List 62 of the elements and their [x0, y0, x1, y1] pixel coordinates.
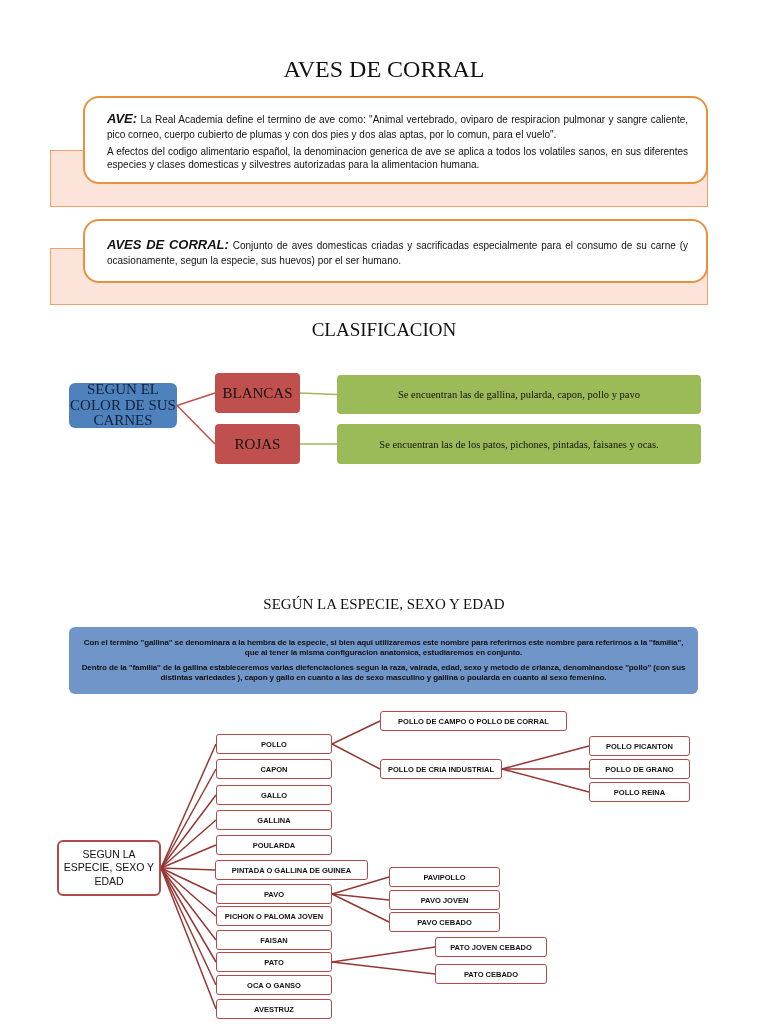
- item-box: [435, 937, 547, 957]
- item-box: [216, 835, 332, 855]
- item-box: [215, 860, 368, 880]
- paragraph-text: Dentro de la "familia" de la gallina estableceremos varias diefenciaciones segun la raza, vairada, edad, sexo y metodo de crianza, denominandose "pollo" (con sus distintas variedades ), capon y gallo en cuanto a las de sexo masculino y gallina o poularda en cuanto al sexo femenino.: [80, 662, 687, 684]
- item-box: [589, 782, 690, 802]
- paragraph-text: AVE: La Real Academia define el termino de ave como: "Animal vertebrado, oviparo de respiracion pulmonar y sangre caliente, pico corneo, cuerpo cubierto de plumas y con dos pies y dos alas aptas, por lo comun, para el vuelo".: [107, 111, 688, 141]
- item-box: [216, 999, 332, 1019]
- connector-line: [176, 404, 216, 445]
- item-box: [216, 785, 332, 805]
- connector-line: [176, 392, 216, 407]
- item-box: [216, 759, 332, 779]
- connector-line: [331, 893, 390, 901]
- connector-line: [299, 392, 338, 396]
- description-box: [337, 375, 701, 414]
- connector-line: [160, 867, 217, 895]
- section-heading: SEGÚN LA ESPECIE, SEXO Y EDAD: [262, 597, 506, 612]
- connector-line: [331, 946, 436, 963]
- item-box: [435, 964, 547, 984]
- box-label: ROJAS: [234, 435, 281, 453]
- item-box: [216, 975, 332, 995]
- connector-line: [501, 768, 590, 793]
- category-box: [215, 373, 300, 413]
- connector-line: [160, 844, 217, 869]
- connector-line: [160, 867, 216, 871]
- connector-line: [331, 893, 390, 923]
- item-box: [216, 930, 332, 950]
- item-box: [589, 759, 690, 779]
- item-box: [380, 759, 502, 779]
- item-box: [216, 906, 332, 926]
- page-title: AVES DE CORRAL: [282, 57, 486, 81]
- box-label: Se encuentran las de gallina, pularda, capon, pollo y pavo: [398, 389, 640, 400]
- connector-line: [331, 961, 436, 975]
- item-box: [589, 736, 690, 756]
- item-box: [216, 734, 332, 754]
- item-box: [216, 810, 332, 830]
- connector-line: [160, 794, 217, 869]
- item-box: [216, 952, 332, 972]
- description-box: [337, 424, 701, 464]
- connector-line: [160, 819, 217, 869]
- category-box: [215, 424, 300, 464]
- item-box: [216, 884, 332, 904]
- paragraph-text: AVES DE CORRAL: Conjunto de aves domesticas criadas y sacrificadas especialmente para el consumo de su carne (y ocasionamente, segun la especie, sus huevos) por el ser humano.: [107, 237, 688, 267]
- connector-line: [160, 867, 217, 917]
- connector-line: [331, 876, 390, 895]
- root-box: [57, 840, 161, 896]
- info-panel: [69, 627, 698, 694]
- paragraph-text: Con el termino "gallina" se denominara a la hembra de la especie, si bien aqui utilizaremos este nombre para referirnos este nombre para referirnos a la "familia", que al tener la misma configuracion anatomica, estudiaremos en conjunto.: [82, 637, 685, 659]
- connector-line: [299, 443, 338, 445]
- box-label: SEGUN LA ESPECIE, SEXO Y EDAD: [62, 847, 156, 889]
- connector-line: [331, 743, 381, 770]
- box-label: SEGUN EL COLOR DE SUS CARNES: [69, 381, 177, 430]
- section-heading: CLASIFICACION: [310, 320, 458, 339]
- box-label: Se encuentran las de los patos, pichones, pintadas, faisanes y ocas.: [379, 438, 659, 450]
- box-label: BLANCAS: [222, 384, 293, 402]
- item-box: [389, 912, 500, 932]
- item-box: [380, 711, 567, 731]
- connector-line: [331, 720, 381, 745]
- definition-card: [83, 96, 708, 184]
- item-box: [389, 867, 500, 887]
- paragraph-text: A efectos del codigo alimentario español, la denominacion generica de ave se aplica a todos los volatiles sanos, en sus diferentes especies y clases domesticas y silvestres autorizadas para la alimentacion humana.: [107, 144, 688, 171]
- item-box: [389, 890, 500, 910]
- definition-card: [83, 219, 708, 283]
